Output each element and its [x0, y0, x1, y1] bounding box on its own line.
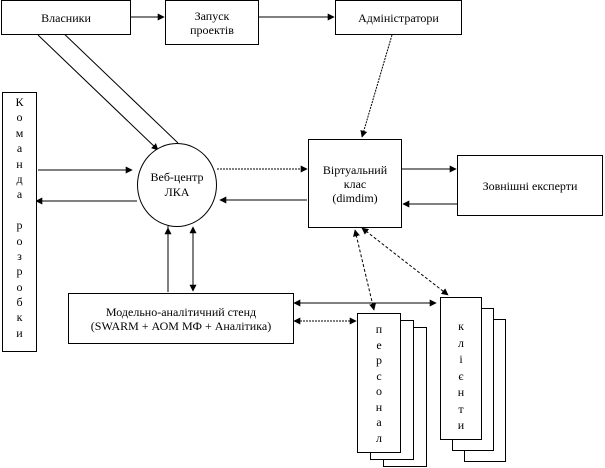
vertical-letter: и: [457, 418, 465, 432]
model-stand-label: Модельно-аналітичний стенд (SWARM + АОМ …: [90, 304, 272, 333]
vertical-letter: л: [375, 430, 382, 445]
vertical-letter: К: [15, 95, 24, 109]
vertical-letter: є: [458, 368, 464, 383]
vertical-letter: н: [16, 156, 23, 171]
model-stand-box: Модельно-аналітичний стенд (SWARM + АОМ …: [68, 293, 294, 344]
virtual-class-label: Віртуальний клас (dimdim): [322, 162, 388, 205]
vertical-letter: н: [375, 399, 383, 414]
vertical-letter: к: [16, 310, 23, 325]
admins-label: Адміністратори: [358, 10, 439, 25]
vertical-letter: а: [16, 141, 23, 156]
external-experts-box: Зовнішні експерти: [457, 155, 603, 216]
arrow-virtual-class-clients: [361, 227, 449, 296]
vertical-letter: р: [16, 218, 23, 233]
vertical-letter: р: [375, 353, 382, 367]
vertical-letter: і: [459, 352, 463, 366]
vertical-letter: б: [16, 295, 23, 310]
vertical-letter: д: [16, 171, 23, 186]
owners-box: Власники: [1, 0, 131, 35]
arrow-virtual-class-staff: [353, 229, 376, 311]
vertical-letter: н: [457, 385, 465, 399]
vertical-letter: а: [376, 415, 382, 429]
vertical-letter: п: [375, 322, 383, 336]
vertical-letter: и: [16, 325, 23, 340]
vertical-letter: о: [16, 233, 23, 248]
vertical-letter: с: [376, 368, 382, 383]
arrow-web-center-to-owners: [57, 27, 179, 144]
vertical-letter: т: [458, 401, 464, 416]
external-experts-label: Зовнішні експерти: [482, 178, 578, 193]
vertical-letter: к: [458, 319, 464, 333]
virtual-class-box: Віртуальний клас (dimdim): [308, 139, 402, 228]
vertical-letter: з: [17, 248, 22, 263]
vertical-letter: а: [16, 187, 23, 202]
vertical-letter: р: [16, 264, 23, 279]
launch-box: Запуск проектів: [165, 0, 259, 45]
web-center-circle: Веб-центр ЛКА: [137, 143, 217, 227]
vertical-letter: о: [16, 110, 23, 125]
vertical-letter: о: [375, 384, 382, 398]
vertical-letter: [15, 203, 23, 218]
launch-label: Запуск проектів: [190, 8, 234, 37]
vertical-letter: о: [16, 279, 23, 294]
vertical-letter: л: [457, 335, 464, 350]
owners-label: Власники: [41, 10, 91, 25]
web-center-label: Веб-центр ЛКА: [150, 170, 204, 199]
admins-box: Адміністратори: [335, 0, 462, 35]
vertical-letter: е: [376, 337, 382, 352]
vertical-letter: м: [15, 125, 24, 140]
arrow-owners-to-web-center: [37, 34, 159, 151]
arrow-admins-to-virtual-class: [360, 34, 393, 138]
